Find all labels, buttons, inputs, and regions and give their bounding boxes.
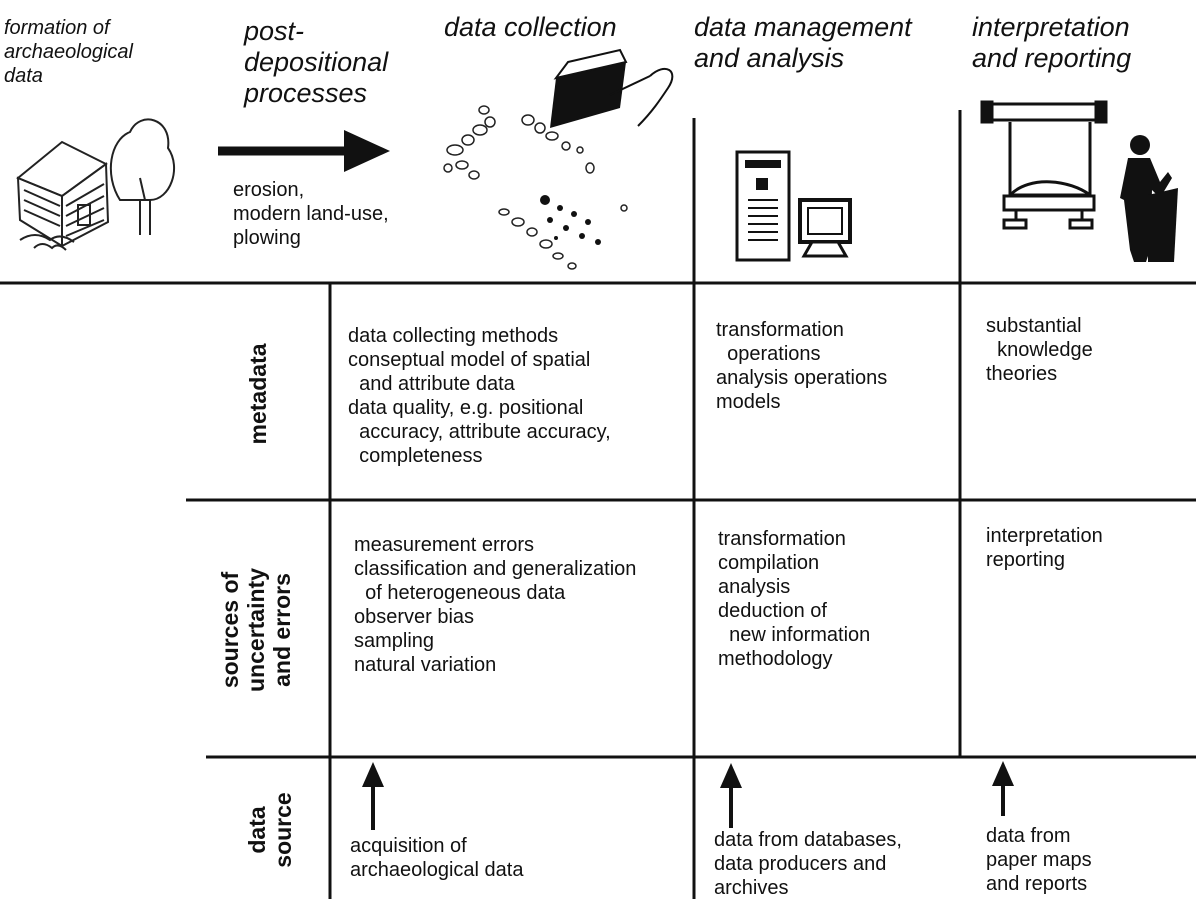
stage-management: data management and analysis — [694, 12, 912, 73]
tree-icon — [109, 118, 175, 235]
pen-icon — [609, 67, 674, 127]
cell-metadata-interpretation: substantial knowledge theories — [986, 315, 1093, 385]
computer-tower-icon — [735, 150, 791, 262]
clipboard-icon — [550, 48, 628, 128]
speaker-podium-icon — [1120, 135, 1178, 262]
stage-post-depositional: post- depositional processes — [244, 16, 389, 108]
stage-interpretation: interpretation and reporting — [972, 12, 1132, 73]
site-sketch-icon — [443, 105, 628, 270]
cell-errors-collection: measurement errors classification and ge… — [354, 534, 637, 676]
stage-formation: formation of archaeological data — [4, 17, 133, 87]
processes-text: erosion, modern land-use, plowing — [233, 179, 389, 249]
cell-errors-interpretation: interpretation reporting — [986, 525, 1103, 571]
row-label-metadata: metadata — [245, 343, 271, 445]
cell-source-interpretation: data from paper maps and reports — [986, 825, 1092, 895]
house-icon — [16, 140, 110, 251]
cell-errors-management: transformation compilation analysis dedu… — [718, 528, 871, 670]
grid-lines — [0, 110, 1196, 899]
plotter-icon — [980, 100, 1108, 230]
arrow-right-icon — [218, 130, 390, 172]
arrow-up-icon — [362, 761, 1014, 830]
monitor-icon — [798, 198, 852, 258]
cell-source-collection: acquisition of archaeological data — [350, 835, 524, 881]
cell-metadata-management: transformation operations analysis opera… — [716, 319, 888, 413]
site-dots — [540, 195, 601, 245]
stage-collection: data collection — [444, 12, 617, 42]
row-label-data-source: data source — [244, 792, 296, 868]
cell-metadata-collection: data collecting methods conseptual model… — [348, 325, 611, 467]
row-label-uncertainty: sources of uncertainty and errors — [217, 568, 295, 692]
cell-source-management: data from databases, data producers and … — [714, 829, 902, 899]
